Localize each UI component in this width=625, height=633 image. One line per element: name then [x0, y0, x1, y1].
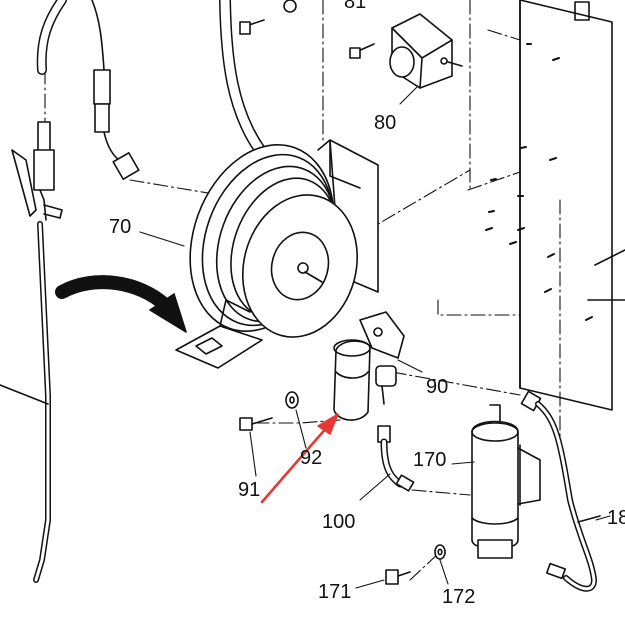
- hose-reel: [175, 0, 379, 369]
- callout-81: 81: [344, 0, 366, 13]
- assembly-direction-arrow: [55, 275, 187, 333]
- screw-81: [239, 0, 375, 59]
- callout-171: 171: [318, 581, 351, 603]
- leader-lines: [139, 85, 611, 589]
- junction-box: [389, 13, 463, 89]
- refrigerant-line: [520, 390, 601, 592]
- callout-170: 170: [413, 449, 446, 471]
- callout-92: 92: [300, 447, 322, 469]
- receiver-170: [471, 404, 541, 559]
- callout-labels: 81 80 70 90 92 91 100 170 171 172 18: [109, 0, 625, 608]
- callout-70: 70: [109, 216, 131, 238]
- washer-172: [434, 544, 446, 560]
- callout-80: 80: [374, 112, 396, 134]
- screw-91: [239, 417, 273, 431]
- callout-18: 18: [607, 507, 625, 529]
- callout-100: 100: [322, 511, 355, 533]
- temperature-probe: [0, 0, 140, 583]
- filter-dryer: [333, 311, 405, 443]
- washer-92: [285, 391, 299, 409]
- callout-90: 90: [426, 376, 448, 398]
- highlight-arrow: [260, 413, 339, 504]
- hose-100: [380, 438, 415, 492]
- mounting-plate: [485, 0, 625, 411]
- screw-171: [385, 569, 411, 585]
- callout-172: 172: [442, 586, 475, 608]
- callout-91: 91: [238, 479, 260, 501]
